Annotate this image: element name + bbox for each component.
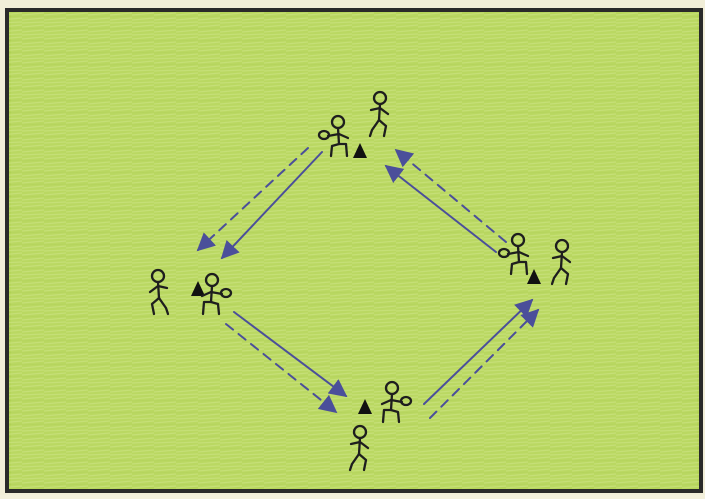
field-highlight [11, 14, 697, 487]
